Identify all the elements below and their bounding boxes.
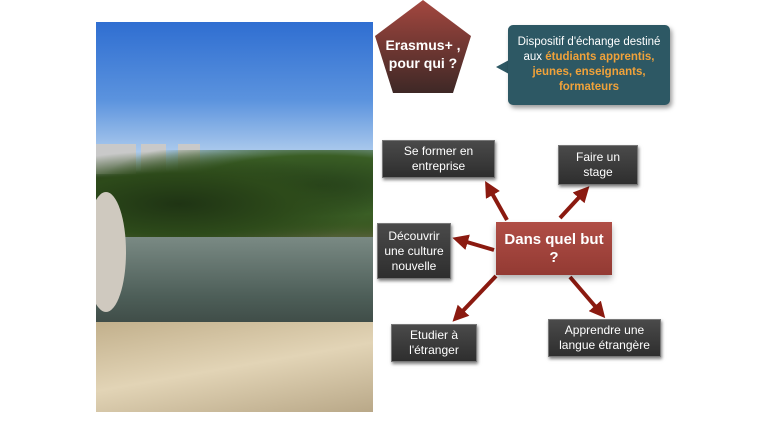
- pentagon-shape: [375, 0, 471, 93]
- center-question: Dans quel but?: [496, 222, 612, 275]
- arrow-langue: [568, 275, 606, 319]
- arrow-se-former: [485, 181, 509, 221]
- callout-box: Dispositif d'échange destiné aux étudian…: [508, 25, 670, 105]
- arrow-culture: [452, 234, 495, 252]
- pentagon-title: Erasmus+ ,pour qui ?: [385, 37, 461, 71]
- callout-tail: [496, 60, 509, 74]
- arrow-etudier: [452, 274, 498, 322]
- arrow-stage: [558, 186, 590, 220]
- park-photo: [96, 22, 373, 412]
